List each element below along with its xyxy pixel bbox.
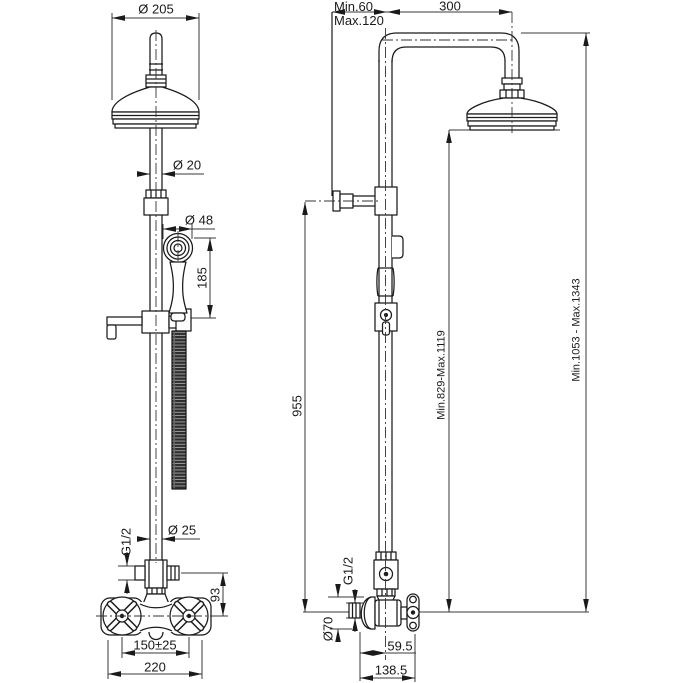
dim-upper-pipe-diameter: Ø 20	[172, 157, 202, 173]
dim-thread-side: G1/2	[340, 556, 356, 586]
dim-center-to-wall: 59.5	[387, 638, 413, 654]
dim-thread-front: G1/2	[118, 527, 134, 557]
dim-body-width: 220	[144, 659, 166, 675]
dim-total-depth: 138.5	[374, 662, 408, 678]
dim-valve-offset: 93	[207, 587, 223, 603]
dim-head-diameter: Ø 205	[138, 1, 174, 17]
dim-total-height-range: Min.1053 - Max.1343	[570, 278, 583, 382]
dim-column-height: 955	[289, 395, 305, 417]
dim-flange-diameter: Ø70	[320, 616, 336, 642]
dim-head-height-range: Min.829-Max.1119	[435, 330, 448, 420]
dim-wall-offset-max: Max.120	[334, 13, 384, 28]
dim-handshower-diameter: Ø 48	[184, 212, 214, 228]
front-view	[100, 32, 212, 641]
dim-lower-pipe-diameter: Ø 25	[167, 522, 197, 538]
dim-handshower-length: 185	[194, 267, 210, 289]
dim-arm-reach: 300	[439, 0, 461, 14]
centerlines	[96, 12, 513, 660]
dim-wall-offset-min: Min.60	[334, 0, 374, 14]
dim-inlet-spacing: 150±25	[133, 637, 177, 653]
